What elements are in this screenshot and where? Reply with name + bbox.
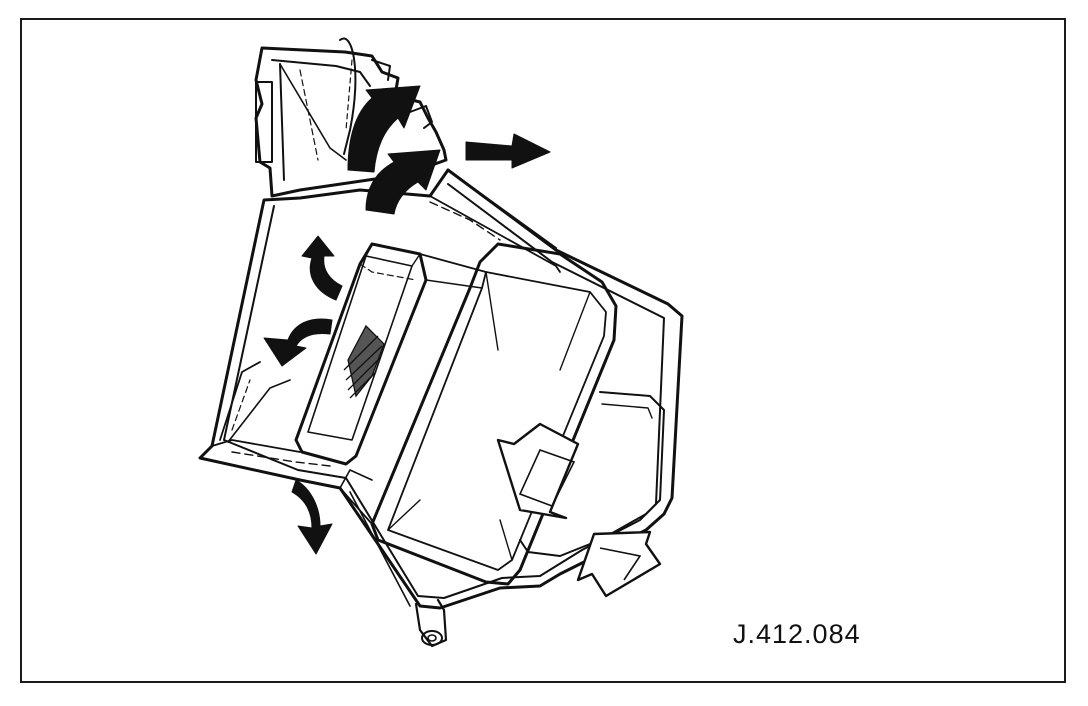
figure-frame	[20, 18, 1066, 683]
evaporator-matrix	[294, 242, 428, 466]
matrix-hatching	[343, 324, 385, 399]
airflow-curl-mid-arrow	[263, 318, 333, 367]
airflow-down-arrow	[291, 479, 333, 555]
airflow-right-arrow	[465, 133, 551, 169]
drain-outlet	[414, 598, 448, 648]
airflow-up-left-2-arrow	[365, 149, 441, 215]
heater-core-block	[339, 242, 618, 586]
blower-scroll	[519, 391, 665, 557]
airflow-inlet-bottom-arrow	[576, 530, 662, 598]
figure-reference-code: J.412.084	[733, 619, 861, 649]
airflow-curl-top-arrow	[301, 235, 343, 301]
upper-flap-housing	[254, 37, 448, 198]
airflow-inlet-centre-arrow	[496, 422, 580, 520]
airflow-up-left-1-arrow	[347, 85, 421, 173]
